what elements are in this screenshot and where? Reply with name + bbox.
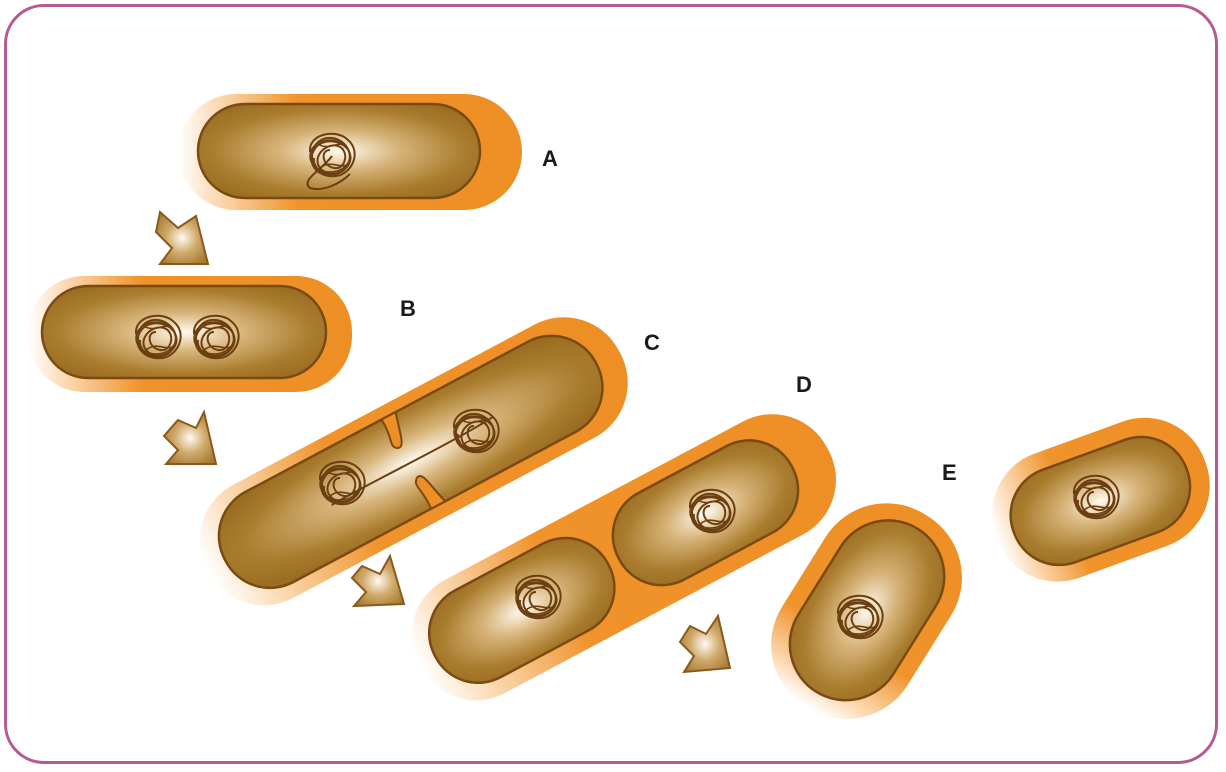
stage-label-e: E — [942, 460, 957, 486]
arrow-a-to-b — [156, 212, 208, 264]
arrow-d-to-e — [680, 616, 730, 672]
cell-b — [28, 276, 352, 392]
cell-e-2 — [974, 400, 1226, 600]
arrow-b-to-c — [164, 412, 216, 464]
stage-label-c: C — [644, 330, 660, 356]
stage-label-a: A — [542, 146, 558, 172]
cell-a — [178, 94, 522, 210]
stage-label-d: D — [796, 372, 812, 398]
arrow-c-to-d — [352, 556, 404, 606]
stage-label-b: B — [400, 296, 416, 322]
